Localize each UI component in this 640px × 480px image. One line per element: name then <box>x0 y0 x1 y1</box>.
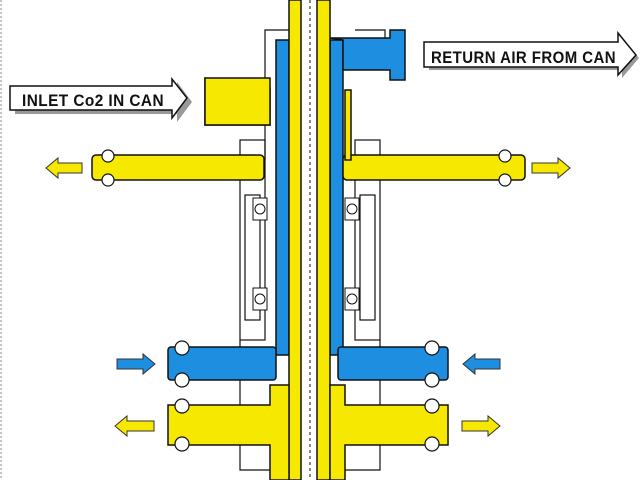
arrow-left-icon <box>462 352 501 376</box>
arrow-right-icon <box>531 156 571 180</box>
bearing-icons <box>252 197 360 311</box>
return-air-channel <box>167 29 449 381</box>
inlet-label-arrow <box>9 76 192 122</box>
arrow-right-icon <box>461 414 501 438</box>
co2-channel <box>91 0 526 480</box>
arrow-left-icon <box>45 156 83 180</box>
inlet-label: INLET Co2 IN CAN <box>22 91 164 110</box>
return-label: RETURN AIR FROM CAN <box>431 48 616 67</box>
return-label-arrow <box>423 30 639 78</box>
arrow-left-icon <box>114 414 155 438</box>
flow-arrows <box>45 156 571 438</box>
clamp-icons <box>101 149 512 452</box>
arrow-right-icon <box>116 352 156 376</box>
